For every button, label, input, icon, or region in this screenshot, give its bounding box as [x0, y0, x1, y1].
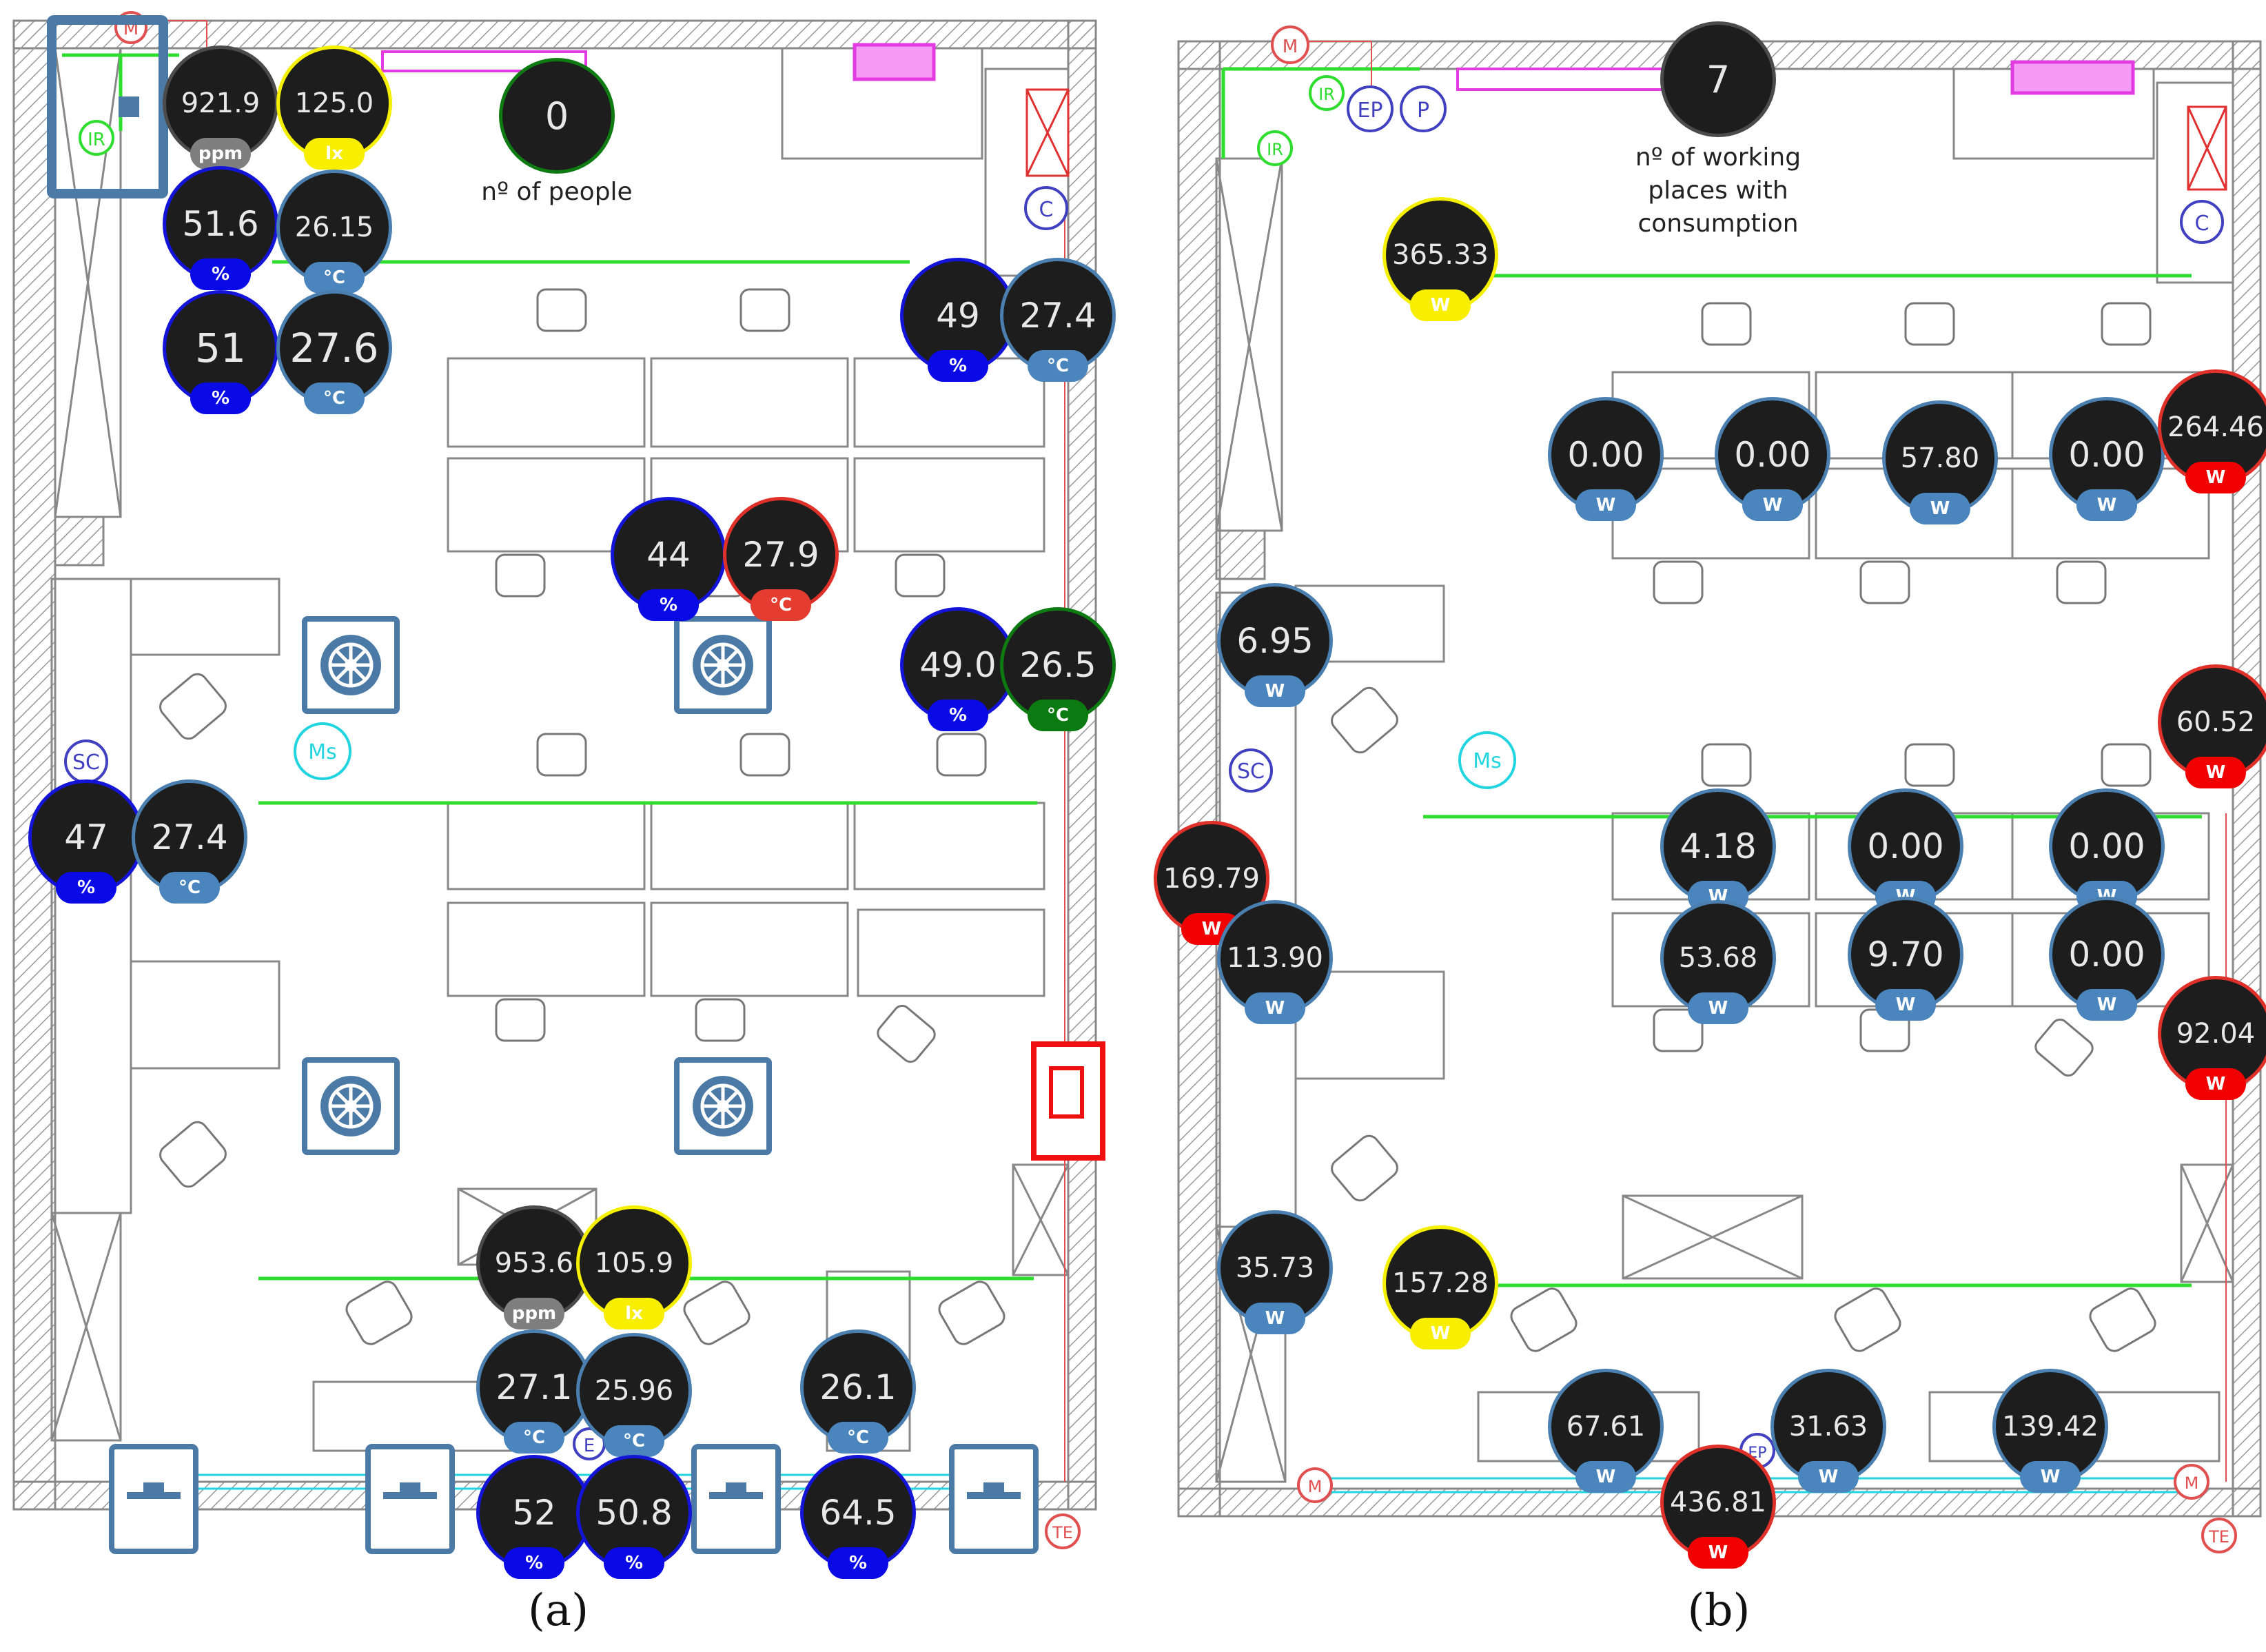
- panel-b-caption: (b): [1687, 1585, 1750, 1636]
- small-square-icon: [119, 96, 139, 117]
- symbol-m-label: M: [1308, 1477, 1323, 1496]
- heater-icon: [691, 1444, 781, 1554]
- symbol-ms-label: Ms: [308, 740, 337, 764]
- power-sensor-value: 0.00: [1715, 397, 1830, 513]
- ac-fan-icon: [302, 616, 400, 714]
- env-sensor-unit-badge: %: [928, 350, 988, 382]
- env-sensor-unit-badge: °C: [504, 1422, 564, 1454]
- env-sensor-unit-badge: °C: [751, 589, 811, 621]
- power-sensor-unit-badge: W: [2020, 1461, 2081, 1493]
- power-sensor-unit-badge: W: [1410, 289, 1471, 321]
- symbol-m-label: M: [2185, 1473, 2199, 1493]
- working-places-count: 7: [1660, 21, 1776, 137]
- symbol-ep-label: EP: [1357, 99, 1382, 123]
- power-sensor-unit-badge: W: [1798, 1461, 1859, 1493]
- power-sensor-unit-badge: W: [2076, 489, 2137, 521]
- symbol-p-label: P: [1417, 99, 1429, 123]
- symbol-ir-label: IR: [1267, 140, 1283, 159]
- env-sensor-value: 27.6: [276, 290, 392, 406]
- env-sensor-unit-badge: °C: [304, 383, 365, 414]
- symbol-te-label: TE: [2208, 1527, 2229, 1547]
- panel-a-caption: (a): [527, 1585, 589, 1636]
- symbol-ms-label: Ms: [1473, 749, 1502, 773]
- env-sensor-unit-badge: lx: [604, 1298, 664, 1329]
- env-sensor-unit-badge: °C: [828, 1422, 888, 1454]
- env-sensor-unit-badge: %: [190, 258, 251, 290]
- power-sensor-unit-badge: W: [2185, 1068, 2246, 1100]
- symbol-sc-label: SC: [72, 751, 100, 775]
- env-sensor-unit-badge: %: [604, 1547, 664, 1579]
- power-sensor-value: 9.70: [1848, 897, 1963, 1012]
- symbol-e-label: E: [584, 1436, 595, 1456]
- selected-area-box: [47, 15, 168, 198]
- env-sensor-unit-badge: ppm: [190, 138, 251, 170]
- plan-symbols: IR SC Ms C TE E M M IR IR EP P C SC Ms M…: [64, 11, 2237, 1553]
- symbol-c-label: C: [2195, 212, 2209, 236]
- ac-fan-icon: [674, 1057, 772, 1155]
- working-places-label-line1: nº of working: [1635, 143, 1801, 172]
- heater-icon: [365, 1444, 455, 1554]
- power-sensor-unit-badge: W: [1245, 992, 1305, 1024]
- power-sensor-unit-badge: W: [1245, 675, 1305, 707]
- symbol-c-label: C: [1039, 198, 1054, 222]
- env-sensor-value: 105.9: [576, 1205, 692, 1321]
- power-sensor-unit-badge: W: [1688, 1537, 1748, 1569]
- env-sensor-value: 27.4: [132, 779, 247, 895]
- symbol-sc-label: SC: [1237, 759, 1265, 784]
- power-sensor-unit-badge: W: [1575, 1461, 1636, 1493]
- symbol-ir-label: IR: [1318, 85, 1335, 104]
- env-sensor-unit-badge: %: [190, 383, 251, 414]
- power-sensor-value: 0.00: [2049, 397, 2165, 513]
- symbol-ir-label: IR: [88, 130, 105, 150]
- env-sensor-value: 26.5: [1000, 607, 1116, 723]
- env-sensor-unit-badge: %: [504, 1547, 564, 1579]
- env-sensor-unit-badge: °C: [304, 262, 365, 294]
- env-sensor-unit-badge: °C: [159, 872, 220, 904]
- power-sensor-unit-badge: W: [1742, 489, 1803, 521]
- power-sensor-unit-badge: W: [1575, 489, 1636, 521]
- people-count: 0: [499, 58, 615, 174]
- power-sensor-unit-badge: W: [2185, 462, 2246, 493]
- env-sensor-unit-badge: %: [928, 700, 988, 731]
- env-sensor-value: 27.9: [723, 497, 839, 613]
- power-sensor-unit-badge: W: [1688, 992, 1748, 1024]
- symbol-m-label: M: [1283, 37, 1298, 57]
- people-label: nº of people: [481, 178, 633, 206]
- power-sensor-unit-badge: W: [2076, 989, 2137, 1021]
- env-sensor-unit-badge: %: [56, 872, 116, 904]
- floor-plan-b: [1177, 40, 2262, 1518]
- power-sensor-unit-badge: W: [1245, 1303, 1305, 1334]
- env-sensor-unit-badge: %: [638, 589, 699, 621]
- power-sensor-unit-badge: W: [2185, 757, 2246, 788]
- working-places-label-line3: consumption: [1637, 210, 1799, 238]
- ac-fan-icon: [302, 1057, 400, 1155]
- power-sensor-value: 169.79: [1154, 821, 1269, 937]
- working-places-label-line2: places with: [1648, 176, 1788, 205]
- power-sensor-value: 0.00: [2049, 788, 2165, 904]
- env-sensor-unit-badge: %: [828, 1547, 888, 1579]
- power-sensor-unit-badge: W: [1875, 989, 1936, 1021]
- power-sensor-unit-badge: W: [1910, 493, 1970, 524]
- symbol-te-label: TE: [1052, 1523, 1073, 1542]
- heater-icon: [949, 1444, 1039, 1554]
- env-sensor-unit-badge: °C: [1028, 350, 1088, 382]
- env-sensor-unit-badge: lx: [304, 138, 365, 170]
- power-sensor-unit-badge: W: [1410, 1318, 1471, 1349]
- env-sensor-unit-badge: °C: [604, 1425, 664, 1457]
- env-sensor-value: 26.15: [276, 170, 392, 285]
- env-sensor-unit-badge: ppm: [504, 1298, 564, 1329]
- heater-icon: [109, 1444, 198, 1554]
- env-sensor-unit-badge: °C: [1028, 700, 1088, 731]
- ac-fan-icon: [674, 616, 772, 714]
